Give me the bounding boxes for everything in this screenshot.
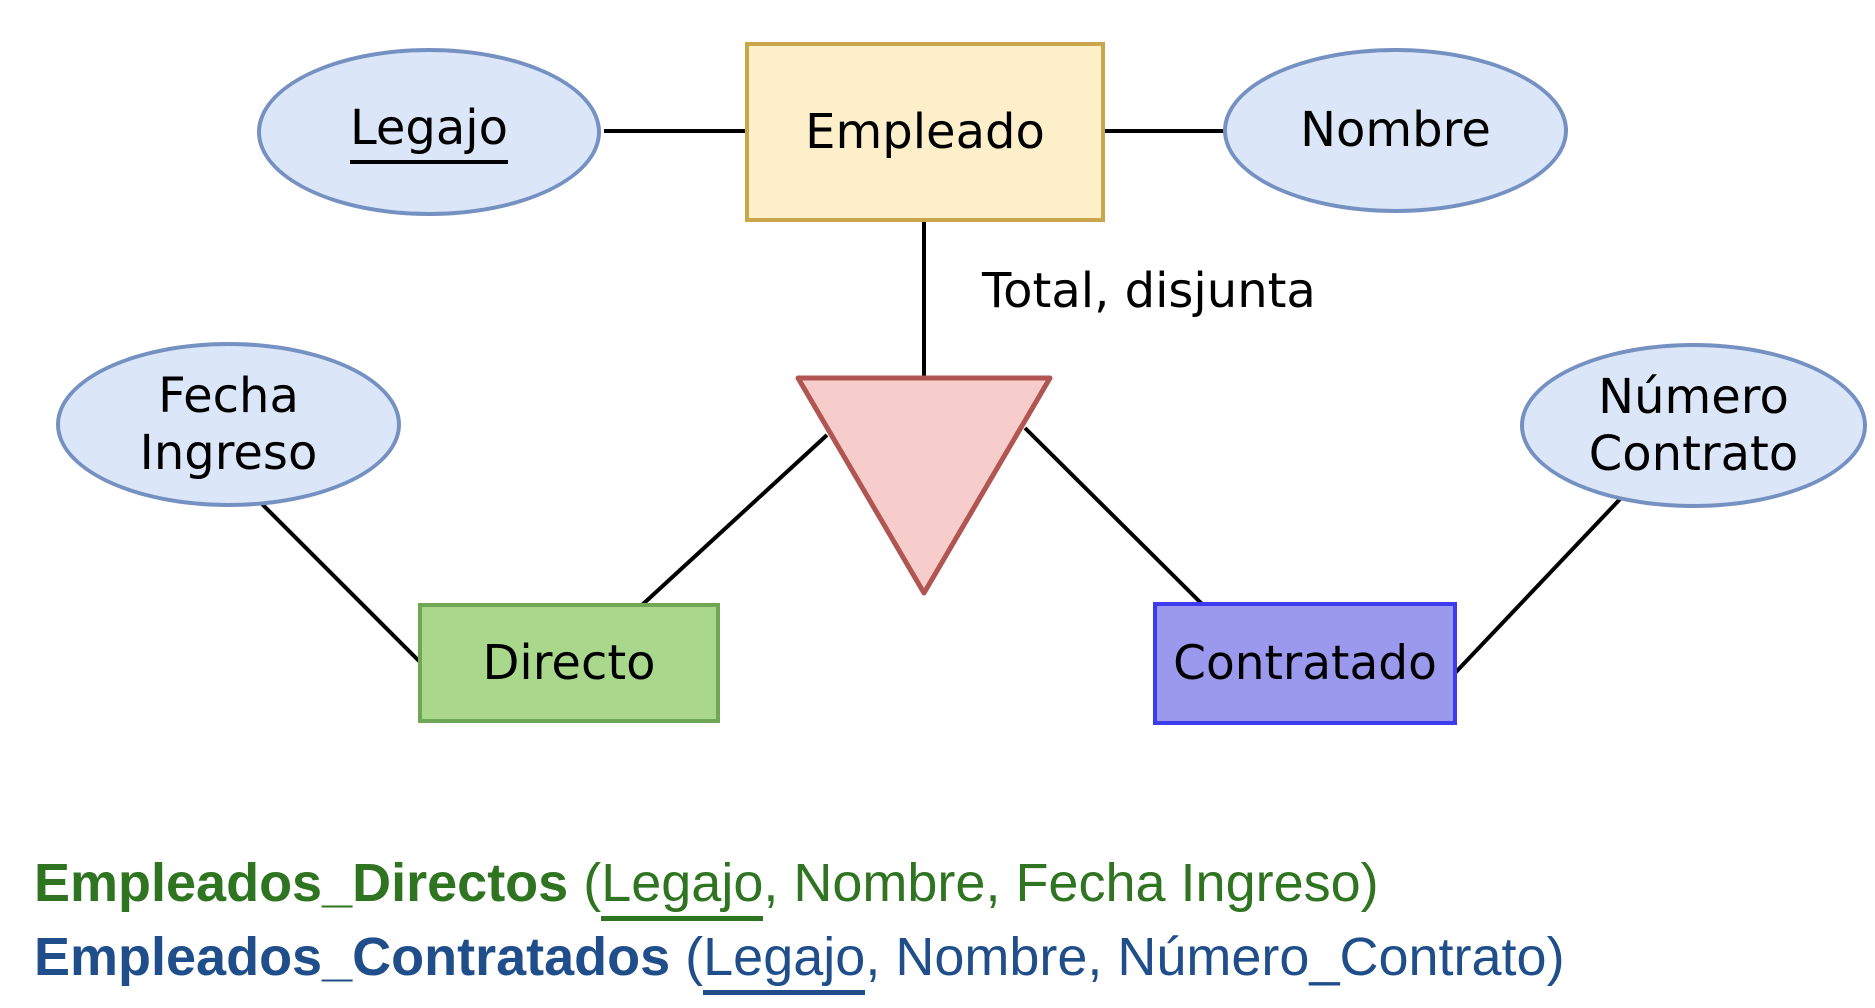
entity-directo: Directo <box>418 603 720 723</box>
edge-fecha-directo <box>256 498 422 664</box>
schema-empleados-contratados: Empleados_Contratados (Legajo, Nombre, N… <box>34 920 1565 995</box>
schema-empleados-directos: Empleados_Directos (Legajo, Nombre, Fech… <box>34 846 1565 921</box>
entity-contratado-label: Contratado <box>1173 635 1437 691</box>
schema-contratados-key: Legajo <box>703 927 866 995</box>
schema-directos-key: Legajo <box>601 853 764 921</box>
isa-triangle <box>795 375 1053 596</box>
attribute-fecha-ingreso: Fecha Ingreso <box>56 342 401 507</box>
edge-isa-contratado <box>1023 426 1205 607</box>
schema-directos-name: Empleados_Directos <box>34 853 569 913</box>
schema-contratados-name: Empleados_Contratados <box>34 927 671 987</box>
attribute-legajo-label: Legajo <box>349 100 508 164</box>
entity-empleado: Empleado <box>745 42 1105 222</box>
attribute-numero-contrato-label: Número Contrato <box>1588 368 1799 482</box>
attribute-legajo: Legajo <box>257 48 601 216</box>
relational-schemas: Empleados_Directos (Legajo, Nombre, Fech… <box>34 846 1565 995</box>
attribute-nombre: Nombre <box>1223 48 1568 213</box>
entity-contratado: Contratado <box>1153 602 1457 725</box>
edge-numero-contratado <box>1453 495 1624 675</box>
attribute-fecha-ingreso-label: Fecha Ingreso <box>139 367 318 481</box>
attribute-nombre-label: Nombre <box>1300 102 1491 159</box>
specialization-label: Total, disjunta <box>982 263 1316 319</box>
entity-directo-label: Directo <box>482 634 656 691</box>
entity-empleado-label: Empleado <box>805 103 1045 160</box>
attribute-numero-contrato: Número Contrato <box>1520 343 1867 508</box>
edge-isa-directo <box>640 433 829 607</box>
